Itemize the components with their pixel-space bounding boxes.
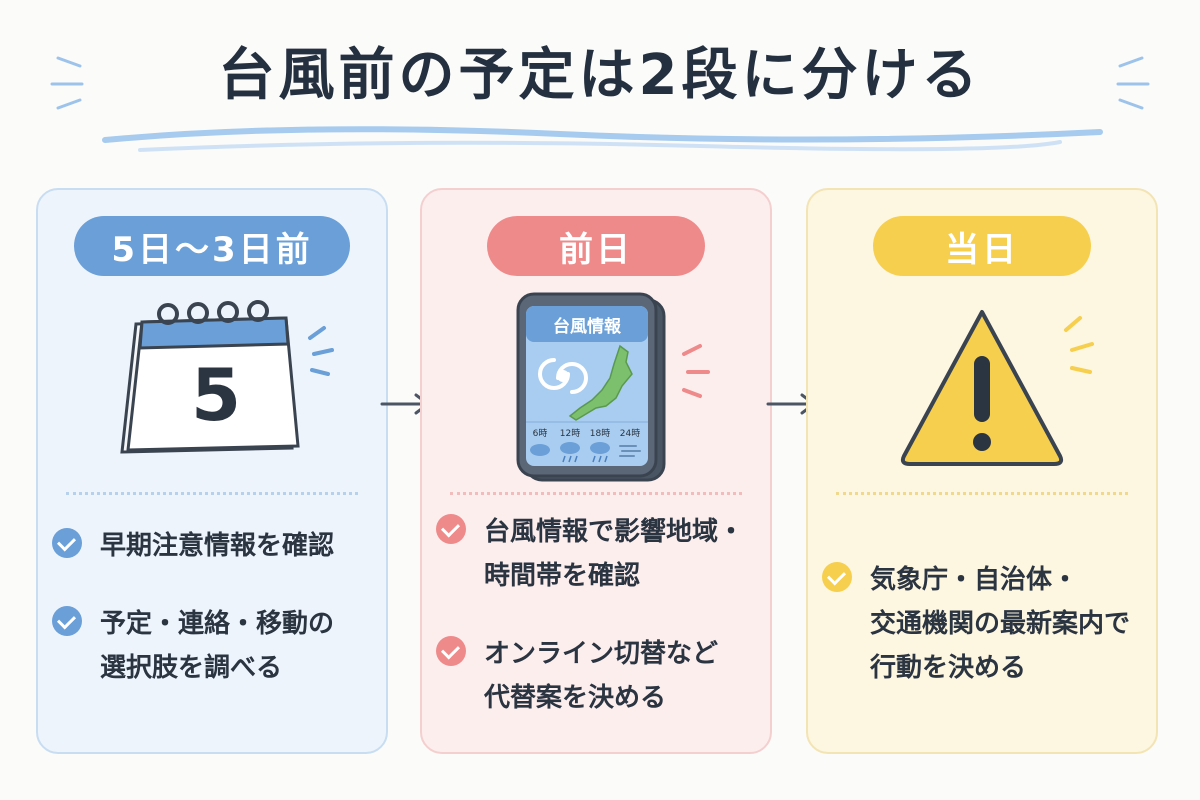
check-icon [822, 562, 852, 592]
divider [66, 492, 358, 495]
item-text: 気象庁・自治体・ 交通機関の最新案内で 行動を決める [870, 565, 1131, 683]
item-text: 台風情報で影響地域・ 時間帯を確認 [484, 517, 745, 591]
item-text: オンライン切替など 代替案を決める [484, 639, 719, 713]
check-icon [52, 528, 82, 558]
calendar-number: 5 [191, 353, 241, 437]
stage-label: 前日 [487, 216, 705, 276]
item-text: 予定・連絡・移動の 選択肢を調べる [100, 609, 335, 683]
list-item: 予定・連絡・移動の 選択肢を調べる [52, 602, 372, 690]
cloud-icon [530, 444, 550, 456]
title-decoration [50, 56, 1150, 152]
warning-triangle-icon [900, 310, 1094, 466]
stage-checklist: 気象庁・自治体・ 交通機関の最新案内で 行動を決める [822, 558, 1142, 724]
phone-screen-title: 台風情報 [553, 316, 622, 337]
forecast-time: 24時 [620, 428, 640, 439]
divider [836, 492, 1128, 495]
divider [450, 492, 742, 495]
forecast-time: 12時 [560, 428, 580, 439]
stage-label: 5日〜3日前 [74, 216, 350, 276]
stage-label: 当日 [873, 216, 1091, 276]
page-title: 台風前の予定は2段に分ける [218, 43, 982, 108]
typhoon-icon [538, 358, 588, 394]
forecast-time: 18時 [590, 428, 610, 439]
stage-checklist: 台風情報で影響地域・ 時間帯を確認 オンライン切替など 代替案を決める [436, 510, 756, 754]
stage-checklist: 早期注意情報を確認 予定・連絡・移動の 選択肢を調べる [52, 524, 372, 724]
rain-icon [560, 442, 580, 454]
check-icon [436, 514, 466, 544]
smartphone-weather-icon: 台風情報 6時 12時 18時 24時 [516, 292, 710, 482]
header: 台風前の予定は2段に分ける [0, 0, 1200, 170]
check-icon [52, 606, 82, 636]
list-item: オンライン切替など 代替案を決める [436, 632, 756, 720]
check-icon [436, 636, 466, 666]
item-text: 早期注意情報を確認 [100, 531, 335, 561]
calendar-icon: 5 [120, 300, 334, 454]
rain-icon [590, 442, 610, 454]
stage-card-day-before: 前日 台風情報 6時 12時 18時 24時 [420, 188, 772, 754]
list-item: 台風情報で影響地域・ 時間帯を確認 [436, 510, 756, 598]
stage-card-same-day: 当日 気象庁・自治体・ 交通機関の最新案内で 行動を決める [806, 188, 1158, 754]
stage-card-early: 5日〜3日前 5 早期注意情報を確認 予定・連絡・移動の 選択肢を調べる [36, 188, 388, 754]
wind-icon [619, 445, 641, 457]
forecast-time: 6時 [533, 428, 548, 439]
list-item: 早期注意情報を確認 [52, 524, 372, 568]
list-item: 気象庁・自治体・ 交通機関の最新案内で 行動を決める [822, 558, 1142, 690]
